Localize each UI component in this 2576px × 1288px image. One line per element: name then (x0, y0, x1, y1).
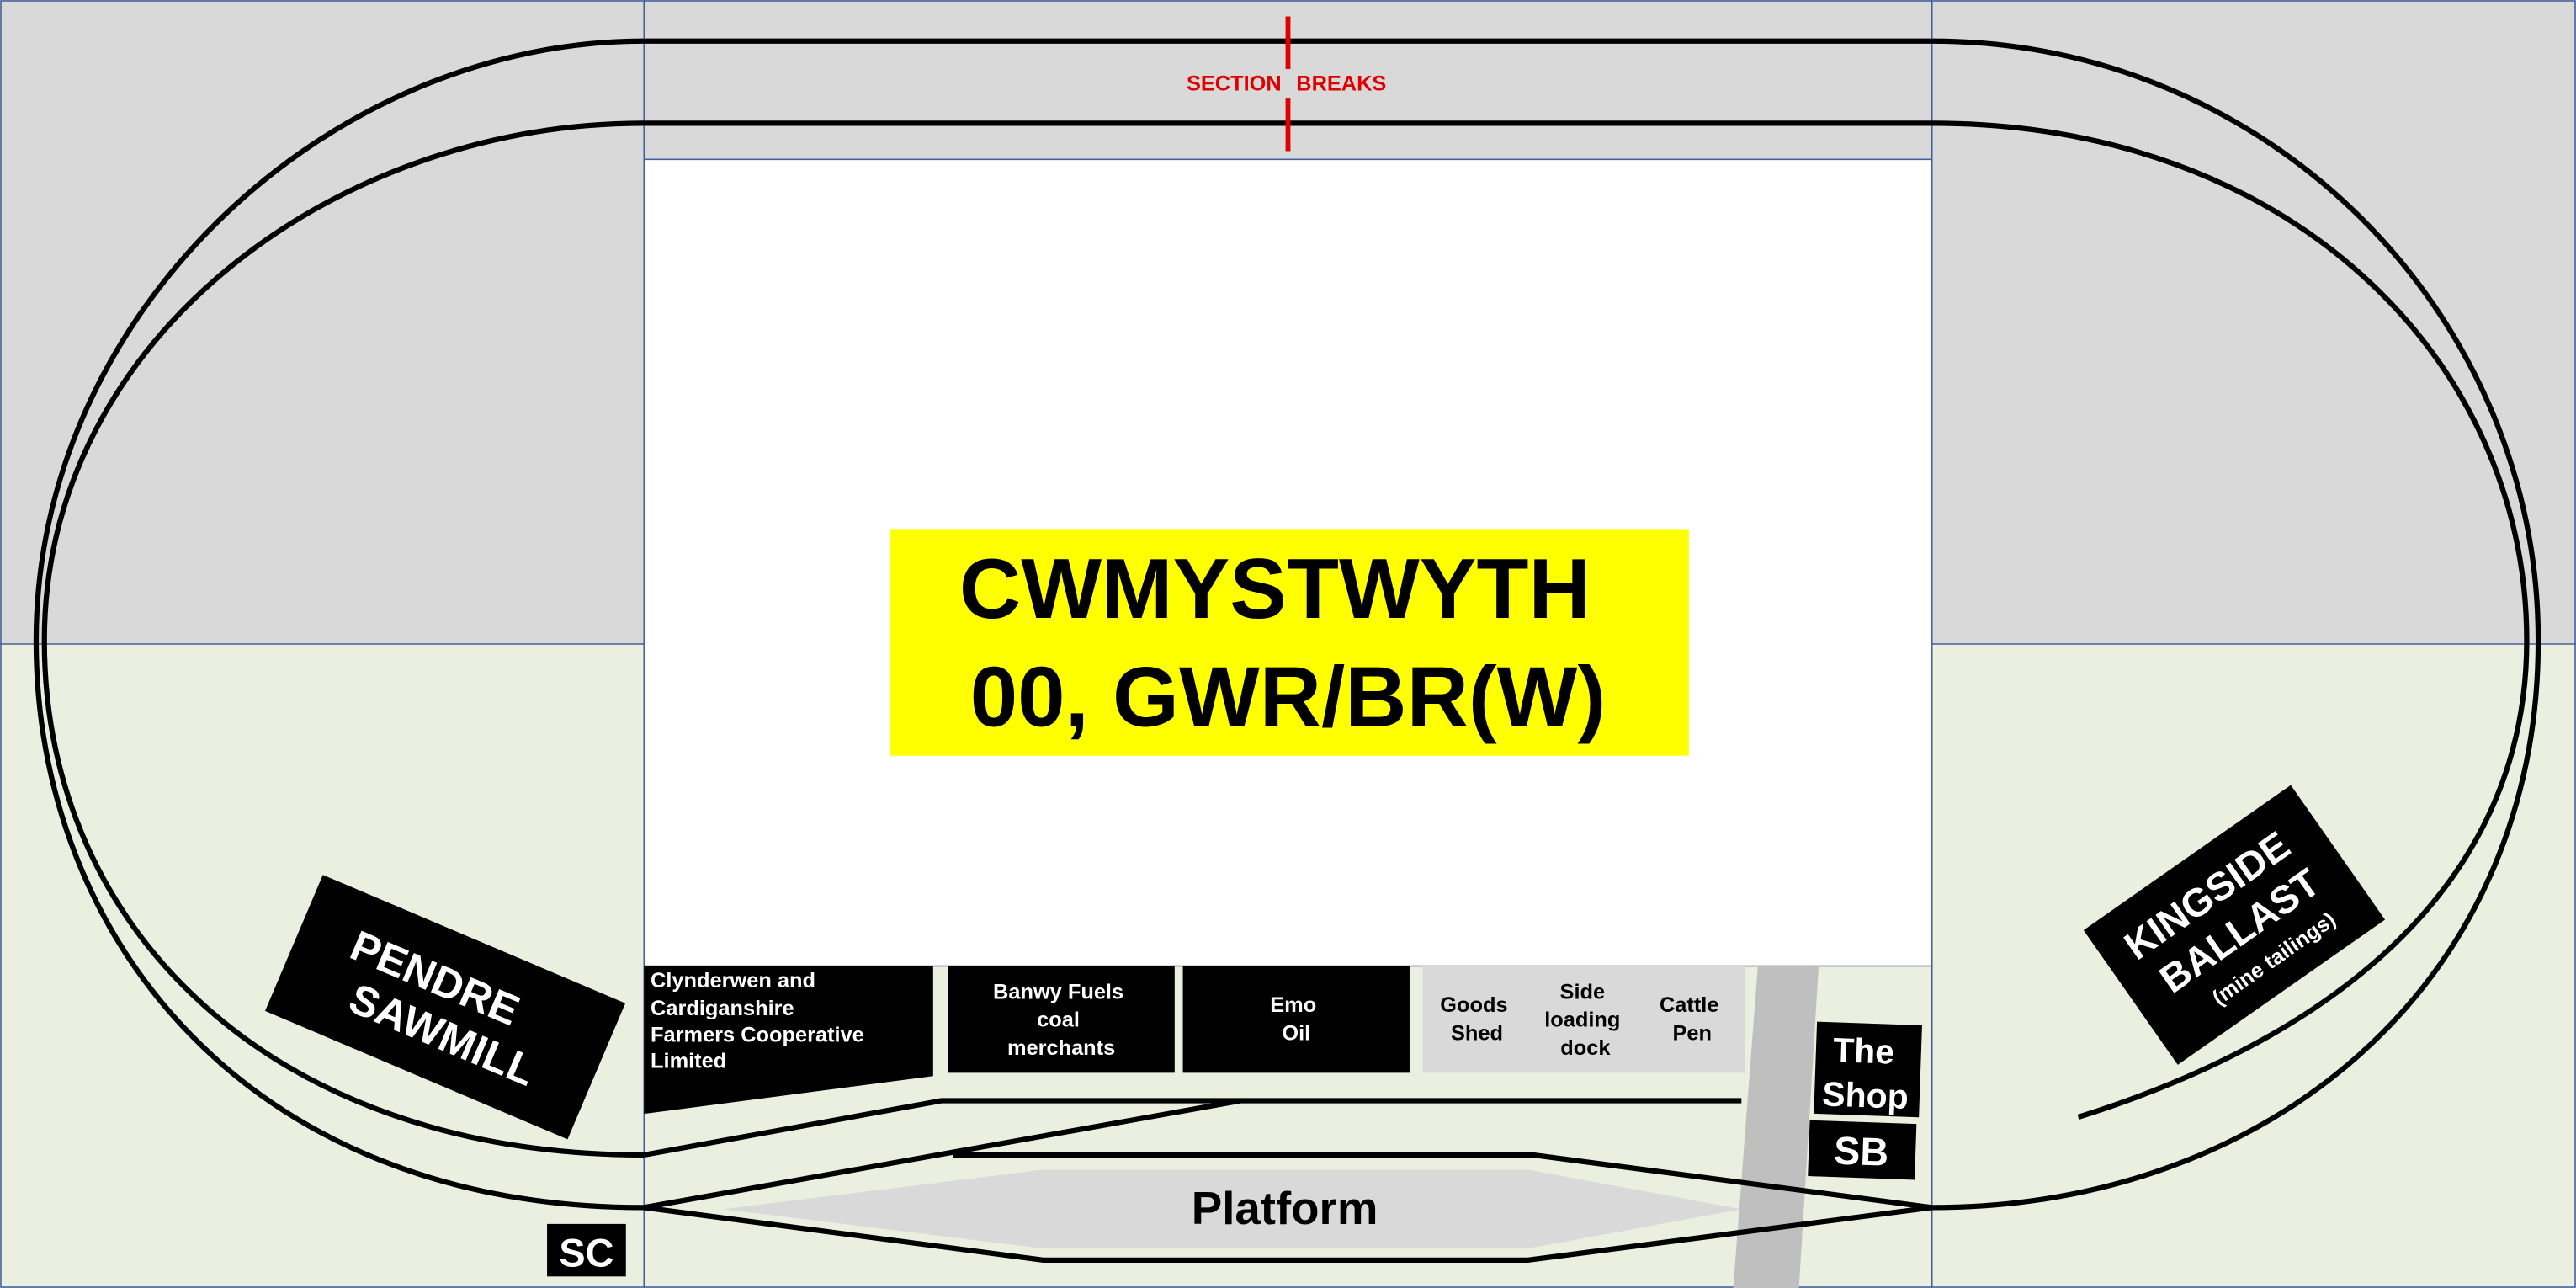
banwy-fuels-building: Banwy Fuels coal merchants (948, 966, 1175, 1073)
svg-text:SC: SC (559, 1232, 613, 1275)
inner-loop-track (41, 120, 2530, 1158)
svg-text:Emo Oil: Emo Oil (1270, 993, 1322, 1045)
yard-track (643, 1098, 1742, 1158)
title-banner (890, 529, 1689, 756)
kingside-ballast: KINGSIDE BALLAST (mine tailings) (2083, 785, 2386, 1065)
coop-building: Clynderwen and Cardiganshire Farmers Coo… (644, 966, 933, 1115)
goods-shed-label: Goods Shed (1440, 993, 1513, 1045)
signal-box: SB (1808, 1120, 1917, 1180)
title-line1: CWMYSTWYTH (959, 540, 1591, 636)
svg-text:Banwy Fuels coal m: Banwy Fuels coal merchants (993, 981, 1129, 1060)
road (1733, 966, 1819, 1288)
outer-loop-track (33, 38, 2541, 1211)
pendre-sawmill: PENDRE SAWMILL (265, 875, 626, 1140)
svg-text:SB: SB (1833, 1129, 1889, 1174)
section-breaks-label-right: BREAKS (1296, 72, 1386, 95)
goods-area: Goods Shed Side loading dock Cattle Pen (1422, 966, 1745, 1073)
svg-text:Clynderwen and Cardigans: Clynderwen and Cardiganshire Farmers Coo… (651, 969, 870, 1073)
crossover-track (643, 1098, 1241, 1211)
side-loading-dock-label: Side loading dock (1544, 981, 1626, 1060)
svg-text:The Shop: The Shop (1822, 1030, 1911, 1116)
section-breaks-label-left: SECTION (1187, 72, 1282, 95)
sc-box: SC (547, 1223, 626, 1277)
cattle-pen-label: Cattle Pen (1660, 993, 1725, 1045)
platform-label: Platform (1192, 1183, 1378, 1234)
the-shop-building: The Shop (1814, 1021, 1922, 1118)
platform (722, 1169, 1742, 1249)
emo-oil-building: Emo Oil (1182, 966, 1410, 1073)
title-line2: 00, GWR/BR(W) (970, 649, 1607, 745)
loop-track (953, 1152, 1933, 1211)
main-track (643, 1205, 1933, 1263)
